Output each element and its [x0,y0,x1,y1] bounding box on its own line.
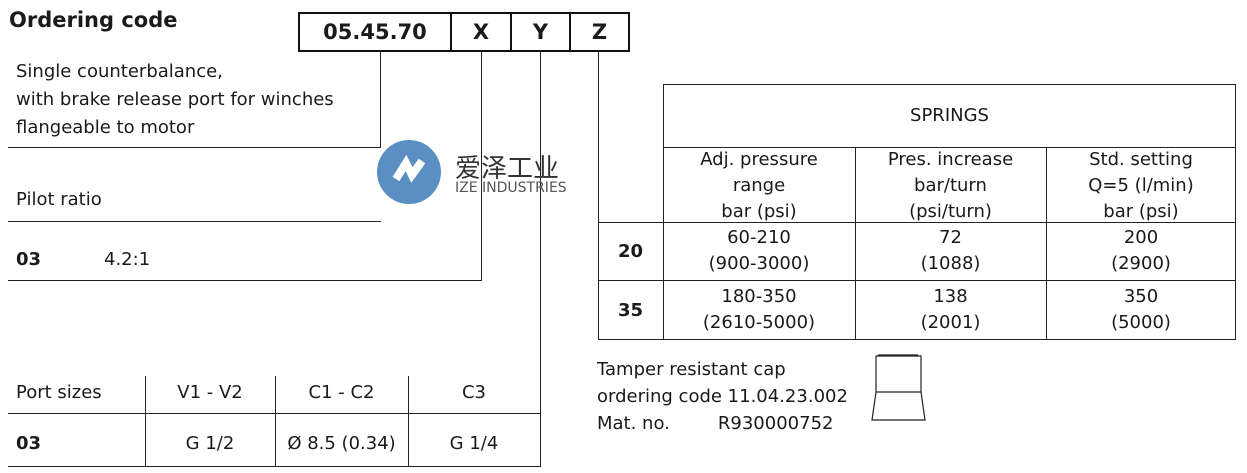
code-y: Y [510,12,571,52]
divider [8,221,381,222]
spring-cell: 72 (1088) [855,225,1046,277]
ports-code: 03 [16,433,42,454]
divider [408,376,409,466]
description: Single counterbalance, with brake releas… [16,58,334,142]
mat-label: Mat. no. [597,413,670,434]
ports-header: C1 - C2 [308,382,375,403]
pilot-code: 03 [16,249,42,270]
code-x: X [450,12,512,52]
spring-code: 20 [617,241,644,262]
mat-value: R930000752 [717,413,834,434]
spring-cell: 350 (5000) [1046,284,1236,336]
springs-title: SPRINGS [910,105,989,126]
divider [598,339,1236,340]
divider [8,147,381,148]
cap-line: ordering code 11.04.23.002 [597,386,848,407]
description-line: with brake release port for winches [16,89,334,110]
header-line: Adj. pressure [700,149,818,170]
divider [8,280,482,281]
cap-line: Tamper resistant cap [597,359,786,380]
springs-header: Pres. increase bar/turn (psi/turn) [855,147,1046,225]
spring-cell: 200 (2900) [1046,225,1236,277]
header-line: Std. setting [1089,149,1193,170]
divider [380,52,381,148]
divider [1046,147,1047,340]
divider [145,376,146,466]
cell-line: (1088) [920,253,981,274]
ports-header: Port sizes [16,382,102,403]
divider [481,52,482,281]
divider [598,280,1236,281]
cell-line: 180-350 [721,286,797,307]
divider [598,52,599,222]
divider [663,147,1236,148]
code-z: Z [569,12,630,52]
ports-header: V1 - V2 [177,382,243,403]
cell-line: (900-3000) [708,253,810,274]
cell-line: (2900) [1111,253,1171,274]
divider [8,466,541,467]
description-line: flangeable to motor [16,117,195,138]
spring-cell: 180-350 (2610-5000) [663,284,855,336]
cell-line: 138 [933,286,968,307]
spring-code: 35 [617,300,644,321]
cap-mat: Mat. no. R930000752 [597,410,848,437]
divider [598,222,599,340]
header-line: bar/turn [914,175,987,196]
cell-line: (5000) [1111,312,1171,333]
header-line: Pres. increase [887,149,1014,170]
cell-line: 350 [1123,286,1159,307]
description-line: Single counterbalance, [16,61,223,82]
watermark-cn: 爱泽工业 [455,154,560,184]
divider [8,413,541,414]
divider [275,376,276,466]
divider [855,147,856,340]
divider [540,52,541,467]
header-line: Q=5 (l/min) [1088,175,1194,196]
header-line: bar (psi) [1103,201,1179,222]
springs-header: Adj. pressure range bar (psi) [663,147,855,225]
pilot-value: 4.2:1 [104,249,151,270]
code-base: 05.45.70 [298,12,452,52]
header-line: bar (psi) [721,201,797,222]
cell-line: (2610-5000) [702,312,816,333]
ports-cell: Ø 8.5 (0.34) [287,433,396,454]
page-title: Ordering code [9,8,178,32]
watermark-en: IZE INDUSTRIES [455,180,567,196]
ize-logo-icon [377,140,441,204]
header-line: range [732,175,786,196]
header-line: (psi/turn) [909,201,992,222]
divider [598,222,1236,223]
cap-icon [871,354,926,421]
spring-cell: 60-210 (900-3000) [663,225,855,277]
cell-line: 60-210 [727,227,791,248]
cell-line: 72 [939,227,962,248]
ports-cell: G 1/2 [185,433,235,454]
ports-header: C3 [461,382,487,403]
cell-line: (2001) [920,312,981,333]
spring-cell: 138 (2001) [855,284,1046,336]
cell-line: 200 [1123,227,1159,248]
pilot-label: Pilot ratio [16,189,102,210]
cap-info: Tamper resistant cap ordering code 11.04… [597,356,848,437]
ports-cell: G 1/4 [449,433,499,454]
